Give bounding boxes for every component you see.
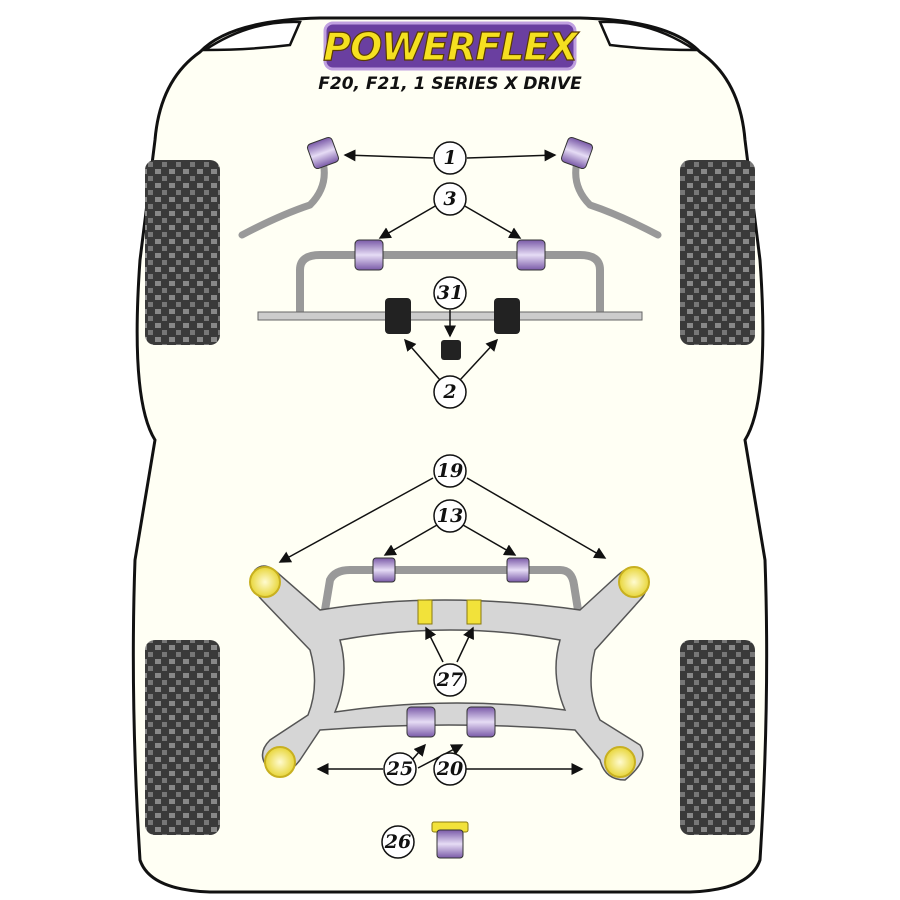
svg-text:20: 20 [436, 758, 463, 780]
bush-25 [406, 706, 436, 738]
svg-text:31: 31 [437, 282, 463, 304]
rear-anti-roll-bar [321, 566, 582, 611]
svg-text:25: 25 [386, 758, 413, 780]
bush-13-left [372, 557, 396, 583]
bush-3-right [516, 239, 546, 271]
tyre-rear-right [680, 640, 755, 835]
callout-1: 1 [433, 141, 467, 175]
right-mirror [598, 20, 700, 52]
svg-text:13: 13 [437, 505, 463, 527]
powerflex-logo: POWERFLEX [323, 21, 581, 71]
front-arms [238, 154, 662, 239]
front-anti-roll-bar [296, 251, 604, 312]
callout-27: 27 [433, 663, 467, 697]
bush-3-left [354, 239, 384, 271]
callout-19: 19 [433, 454, 467, 488]
svg-text:26: 26 [384, 831, 411, 853]
left-mirror [200, 20, 302, 52]
tyre-front-left [145, 160, 220, 345]
tyre-rear-left [145, 640, 220, 835]
callout-25: 25 [383, 752, 417, 786]
bush-26 [431, 821, 469, 859]
bush-27-left [417, 599, 433, 625]
callout-26: 26 [381, 825, 415, 859]
bush-31 [441, 340, 461, 360]
callout-3: 3 [433, 182, 467, 216]
svg-text:POWERFLEX: POWERFLEX [323, 25, 579, 69]
callout-20: 20 [433, 752, 467, 786]
svg-text:27: 27 [436, 669, 463, 691]
svg-text:19: 19 [437, 460, 463, 482]
bush-19-mounts [249, 566, 650, 778]
model-subtitle: F20, F21, 1 SERIES X DRIVE [318, 74, 582, 94]
bush-1-right [560, 136, 594, 170]
callout-13: 13 [433, 499, 467, 533]
bush-13-right [506, 557, 530, 583]
callout-31: 31 [433, 276, 467, 310]
bush-2-left [385, 298, 411, 334]
svg-text:3: 3 [443, 188, 456, 210]
bush-20 [466, 706, 496, 738]
leader-arrows [278, 149, 607, 775]
svg-text:2: 2 [442, 381, 456, 403]
bush-1-left [306, 136, 340, 170]
bush-2-right [494, 298, 520, 334]
callout-2: 2 [433, 375, 467, 409]
tyre-front-right [680, 160, 755, 345]
bush-27-right [466, 599, 482, 625]
svg-text:1: 1 [443, 147, 456, 169]
